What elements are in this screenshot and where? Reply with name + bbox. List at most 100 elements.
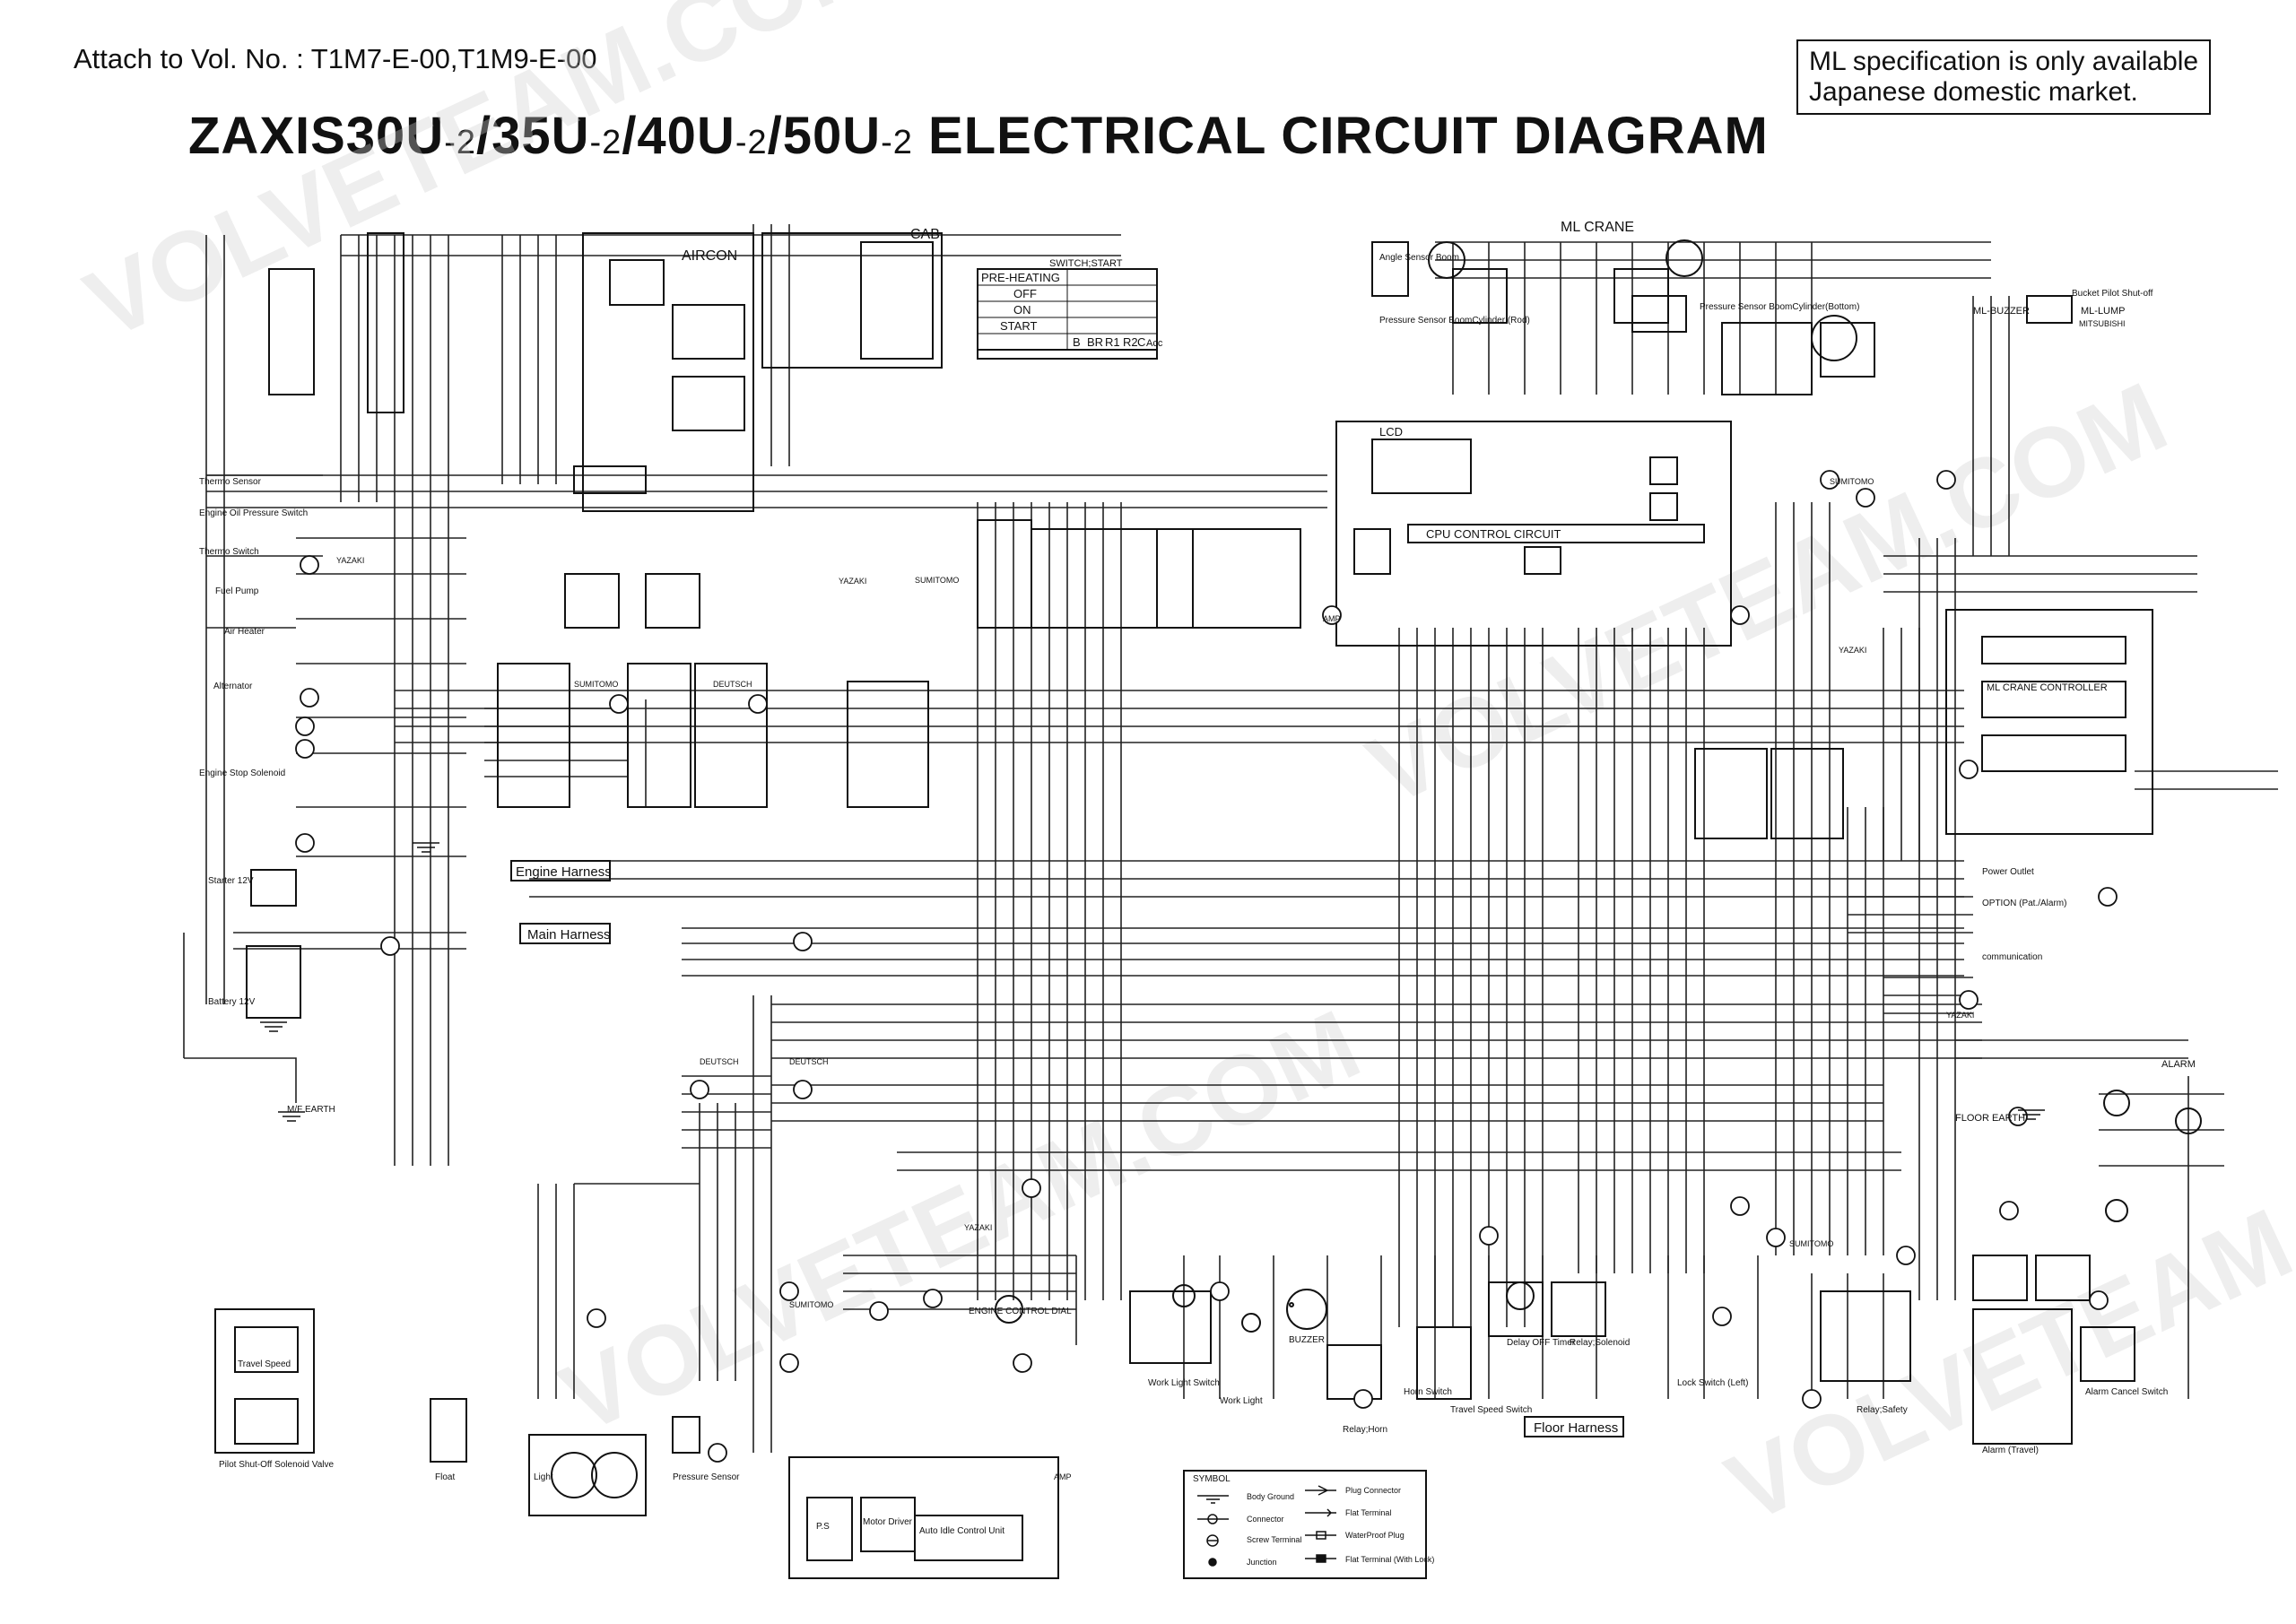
- component-boxes: [214, 232, 2153, 1579]
- label-delay-off-timer: Delay OFF Timer: [1507, 1338, 1576, 1348]
- label-work-light: Work Light: [1220, 1396, 1263, 1406]
- round-components: [551, 239, 2202, 1498]
- label-engine-control-dial: ENGINE CONTROL DIAL: [969, 1307, 1072, 1316]
- label-alarm: ALARM: [2161, 1059, 2196, 1070]
- label-alternator: Alternator: [213, 682, 253, 691]
- label-deutsch-2: DEUTSCH: [700, 1057, 739, 1066]
- label-oil-pressure-switch: Engine Oil Pressure Switch: [199, 508, 308, 518]
- label-option: OPTION (Pat./Alarm): [1982, 899, 2066, 908]
- connector-maker-labels: YAZAKI SUMITOMO DEUTSCH YAZAKI SUMITOMO …: [336, 319, 2126, 1481]
- label-motor-driver: Motor Driver: [863, 1517, 913, 1527]
- section-labels: AIRCON CAB ML CRANE Engine Harness Main …: [516, 220, 2196, 1436]
- label-sumitomo-5: SUMITOMO: [1789, 1239, 1833, 1248]
- switch-col-r2: R2: [1123, 335, 1138, 349]
- label-floor-harness: Floor Harness: [1534, 1420, 1618, 1436]
- label-light: Light: [534, 1472, 553, 1482]
- symbol-legend: SYMBOL Body Ground Connector Screw Termi…: [1193, 1474, 1434, 1567]
- label-pressure-sensor-rod: Pressure Sensor BoomCylinder (Rod): [1379, 316, 1530, 326]
- left-component-labels: Thermo Sensor Engine Oil Pressure Switch…: [199, 477, 335, 1115]
- switch-col-b: B: [1073, 335, 1081, 349]
- label-horn-switch: Horn Switch: [1404, 1387, 1452, 1397]
- label-angle-sensor: Angle Sensor Boom: [1379, 253, 1459, 263]
- switch-col-acc: Acc: [1146, 338, 1163, 349]
- svg-text:VOLVETEAM.COM: VOLVETEAM.COM: [70, 0, 900, 360]
- label-work-light-switch: Work Light Switch: [1148, 1378, 1220, 1388]
- svg-text:VOLVETEAM.COM: VOLVETEAM.COM: [1711, 1079, 2296, 1544]
- label-engine-harness: Engine Harness: [516, 864, 612, 880]
- connector-circles: [295, 470, 2118, 1463]
- label-deutsch-1: DEUTSCH: [713, 680, 752, 689]
- label-lock-switch: Lock Switch (Left): [1677, 1378, 1748, 1388]
- legend-flat-terminal-lock: Flat Terminal (With Lock): [1345, 1555, 1434, 1564]
- svg-text:VOLVETEAM.COM: VOLVETEAM.COM: [545, 989, 1375, 1455]
- ml-spec-note: ML specification is only available Japan…: [1796, 39, 2212, 115]
- label-pressure-sensor: Pressure Sensor: [673, 1472, 740, 1482]
- label-travel-speed: Travel Speed: [238, 1359, 291, 1369]
- label-ml-lump: ML-LUMP: [2081, 306, 2126, 317]
- label-power-outlet: Power Outlet: [1982, 867, 2034, 877]
- switch-col-r1: R1: [1105, 335, 1120, 349]
- label-communication: communication: [1982, 952, 2042, 962]
- label-auto-idle-control-unit: Auto Idle Control Unit: [919, 1526, 1004, 1536]
- switch-table-title: SWITCH;START: [1049, 258, 1123, 269]
- label-thermo-switch: Thermo Switch: [199, 547, 259, 557]
- label-ml-crane-controller: ML CRANE CONTROLLER: [1987, 682, 2108, 693]
- legend-junction: Junction: [1247, 1558, 1277, 1567]
- label-travel-speed-switch: Travel Speed Switch: [1450, 1405, 1532, 1415]
- right-component-labels: Angle Sensor Boom Pressure Sensor BoomCy…: [1379, 253, 2153, 962]
- label-yazaki-4: YAZAKI: [1839, 646, 1866, 655]
- legend-flat-terminal: Flat Terminal: [1345, 1508, 1391, 1517]
- legend-body-ground: Body Ground: [1247, 1492, 1294, 1501]
- label-aircon: AIRCON: [682, 248, 737, 264]
- label-float: Float: [435, 1472, 455, 1482]
- label-fuel-pump: Fuel Pump: [215, 586, 259, 596]
- label-alarm-cancel-switch: Alarm Cancel Switch: [2085, 1387, 2168, 1397]
- label-ml-crane: ML CRANE: [1561, 220, 1634, 235]
- label-air-heater: Air Heater: [224, 627, 265, 637]
- label-pressure-sensor-bottom: Pressure Sensor BoomCylinder(Bottom): [1700, 302, 1859, 312]
- legend-plug-connector: Plug Connector: [1345, 1486, 1401, 1495]
- legend-waterproof-plug: WaterProof Plug: [1345, 1531, 1405, 1540]
- switch-row-start: START: [1000, 319, 1037, 333]
- ground-symbols: [260, 842, 2045, 1122]
- label-relay-safety: Relay;Safety: [1857, 1405, 1908, 1415]
- label-lcd: LCD: [1379, 425, 1403, 439]
- legend-screw-terminal: Screw Terminal: [1247, 1535, 1301, 1544]
- label-bucket-pilot: Bucket Pilot Shut-off: [2072, 289, 2153, 299]
- switch-col-c: C: [1137, 335, 1145, 349]
- label-amp-1: AMP: [1054, 1472, 1072, 1481]
- label-ps: P.S: [816, 1522, 830, 1532]
- switch-table: SWITCH;START PRE-HEATING OFF ON START B …: [977, 258, 1163, 351]
- label-main-harness: Main Harness: [527, 927, 611, 942]
- label-yazaki-1: YAZAKI: [336, 556, 364, 565]
- label-engine-stop-solenoid: Engine Stop Solenoid: [199, 769, 285, 778]
- label-yazaki-3: YAZAKI: [964, 1223, 992, 1232]
- label-sumitomo-1: SUMITOMO: [574, 680, 618, 689]
- switch-col-br: BR: [1087, 335, 1103, 349]
- label-battery: Battery 12V: [208, 997, 256, 1007]
- page-title: ZAXIS30U-2/35U-2/40U-2/50U-2 ELECTRICAL …: [188, 107, 1769, 165]
- attach-volume-label: Attach to Vol. No. : T1M7-E-00,T1M9-E-00: [74, 43, 597, 74]
- label-cab: CAB: [910, 227, 940, 242]
- label-yazaki-2: YAZAKI: [839, 577, 866, 586]
- label-cpu: CPU CONTROL CIRCUIT: [1426, 527, 1561, 541]
- label-alarm-travel: Alarm (Travel): [1982, 1446, 2039, 1455]
- label-amp-2: AMP: [1323, 614, 1341, 623]
- label-relay-horn: Relay;Horn: [1343, 1425, 1387, 1435]
- label-relay-solenoid: Relay;Solenoid: [1570, 1338, 1630, 1348]
- switch-row-preheating: PRE-HEATING: [981, 271, 1060, 284]
- label-floor-earth: FLOOR EARTH: [1955, 1113, 2025, 1124]
- label-pilot-shutoff-valve: Pilot Shut-Off Solenoid Valve: [219, 1460, 334, 1470]
- label-buzzer: BUZZER: [1289, 1335, 1325, 1345]
- label-mitsubishi: MITSUBISHI: [2079, 319, 2126, 328]
- label-starter: Starter 12V: [208, 876, 254, 886]
- label-deutsch-3: DEUTSCH: [789, 1057, 829, 1066]
- legend-connector: Connector: [1247, 1515, 1284, 1524]
- label-mf-earth: M/F EARTH: [287, 1105, 335, 1115]
- label-sumitomo-4: SUMITOMO: [1830, 477, 1874, 486]
- legend-title: SYMBOL: [1193, 1474, 1231, 1484]
- switch-row-off: OFF: [1013, 287, 1037, 300]
- label-ml-buzzer: ML-BUZZER: [1973, 306, 2030, 317]
- wiring-bus: [183, 224, 2278, 1453]
